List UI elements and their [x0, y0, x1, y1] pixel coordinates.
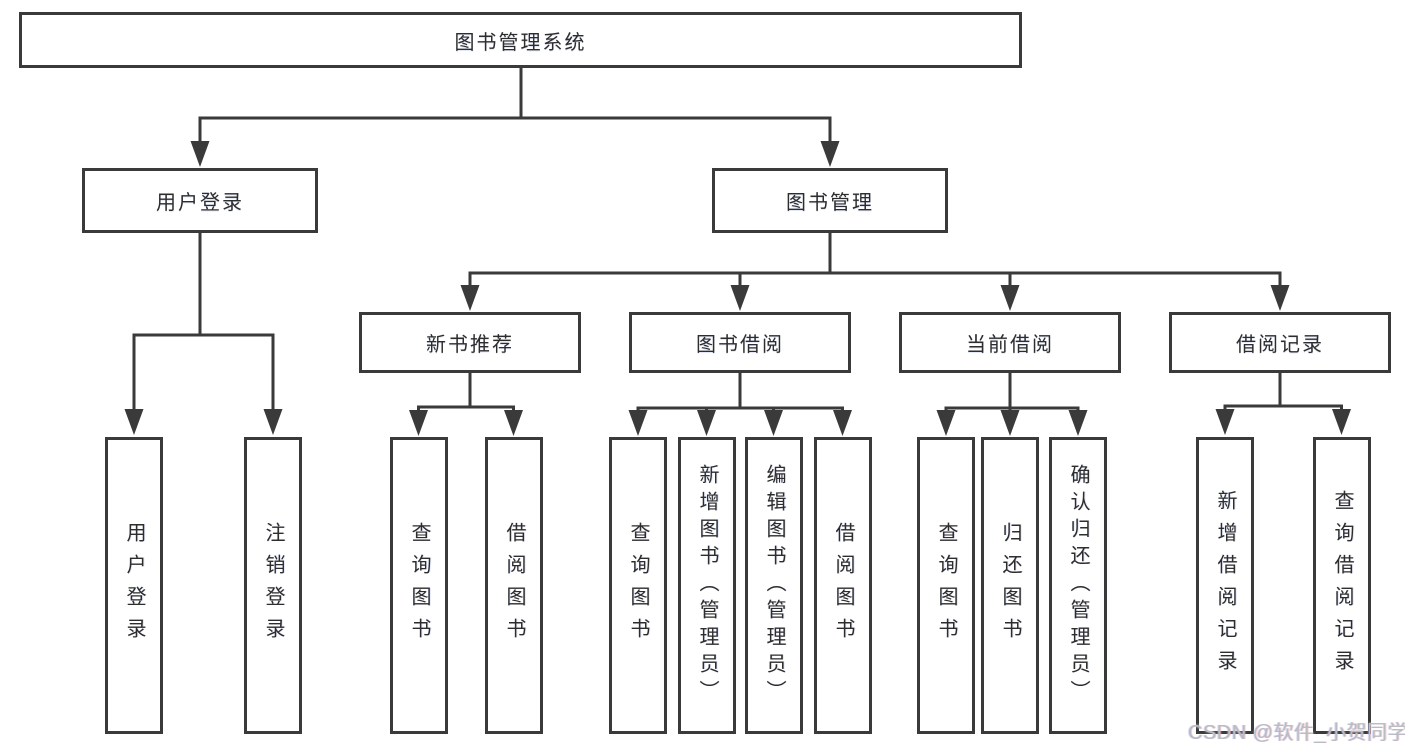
node-current-borrowing: 当前借阅	[899, 312, 1121, 373]
leaf-query-borrow-record-label: 查询借阅记录	[1331, 489, 1353, 682]
node-book-borrowing-label: 图书借阅	[696, 334, 784, 356]
leaf-add-book-admin-label: 新增图书（管理员）	[696, 464, 718, 707]
leaf-borrow-books-recommend: 借阅图书	[485, 437, 543, 734]
leaf-query-books-current: 查询图书	[917, 437, 975, 734]
leaf-confirm-return-admin-label: 确认归还（管理员）	[1067, 464, 1089, 707]
leaf-confirm-return-admin: 确认归还（管理员）	[1049, 437, 1107, 734]
leaf-user-login-label: 用户登录	[123, 521, 145, 650]
leaf-borrow-books-borrowing-label: 借阅图书	[832, 521, 854, 650]
node-new-book-recommend: 新书推荐	[359, 312, 581, 373]
leaf-query-borrow-record: 查询借阅记录	[1313, 437, 1371, 734]
leaf-return-book: 归还图书	[981, 437, 1039, 734]
node-book-borrowing: 图书借阅	[629, 312, 851, 373]
leaf-borrow-books-borrowing: 借阅图书	[814, 437, 872, 734]
leaf-logout-label: 注销登录	[262, 521, 284, 650]
node-user-login: 用户登录	[82, 168, 318, 233]
node-new-book-recommend-label: 新书推荐	[426, 334, 514, 356]
node-borrowing-records: 借阅记录	[1169, 312, 1391, 373]
leaf-add-book-admin: 新增图书（管理员）	[678, 437, 736, 734]
node-book-management-label: 图书管理	[786, 192, 874, 214]
leaf-return-book-label: 归还图书	[999, 521, 1021, 650]
leaf-edit-book-admin-label: 编辑图书（管理员）	[763, 464, 785, 707]
leaf-edit-book-admin: 编辑图书（管理员）	[745, 437, 803, 734]
node-root-label: 图书管理系统	[454, 31, 587, 54]
node-book-management: 图书管理	[712, 168, 948, 233]
leaf-query-books-borrowing: 查询图书	[609, 437, 667, 734]
leaf-user-login: 用户登录	[105, 437, 163, 734]
leaf-add-borrow-record: 新增借阅记录	[1196, 437, 1254, 734]
node-borrowing-records-label: 借阅记录	[1236, 334, 1324, 356]
leaf-borrow-books-recommend-label: 借阅图书	[503, 521, 525, 650]
leaf-query-books-recommend-label: 查询图书	[408, 521, 430, 650]
leaf-query-books-current-label: 查询图书	[935, 521, 957, 650]
node-current-borrowing-label: 当前借阅	[966, 334, 1054, 356]
leaf-query-books-borrowing-label: 查询图书	[627, 521, 649, 650]
node-root: 图书管理系统	[19, 12, 1022, 68]
leaf-query-books-recommend: 查询图书	[390, 437, 448, 734]
leaf-add-borrow-record-label: 新增借阅记录	[1214, 489, 1236, 682]
node-user-login-label: 用户登录	[156, 192, 244, 214]
leaf-logout: 注销登录	[244, 437, 302, 734]
csdn-watermark: CSDN @软件_小贺同学	[1188, 722, 1405, 744]
